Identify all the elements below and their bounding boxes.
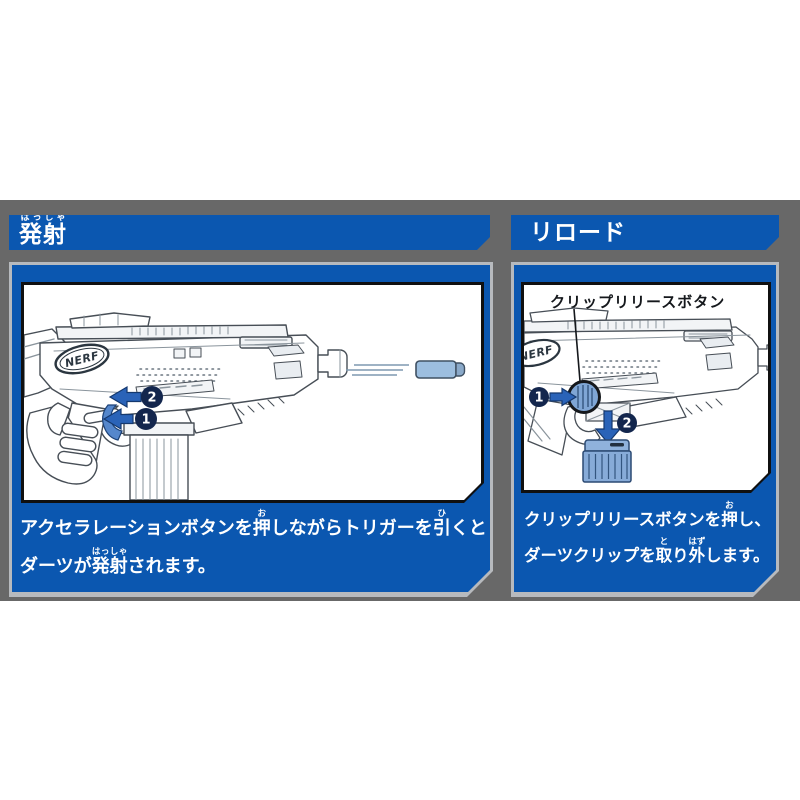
dart: [346, 361, 465, 378]
reload-illustration: クリップリリースボタン: [524, 285, 768, 490]
step-1-arrow: [104, 409, 133, 429]
nerf-logo: NERF: [53, 340, 112, 378]
reload-header: リロード: [511, 215, 779, 250]
reload-caption-line2: ダーツクリップを取とり外はずします。: [524, 536, 770, 565]
step-2-badge: [141, 386, 163, 408]
speed-lines: [346, 365, 409, 375]
step-2-number: 2: [147, 391, 156, 406]
reload-panel: クリップリリースボタン: [511, 262, 779, 597]
fire-title: 発射はっしゃ: [19, 213, 67, 248]
step-1-number: 1: [534, 391, 543, 406]
step-1-badge: [135, 408, 157, 430]
step-2-number: 2: [622, 417, 631, 432]
blaster-body: [24, 313, 347, 500]
step-2-arrow: [596, 411, 620, 443]
fire-illustration-frame: NERF 2 1: [21, 282, 484, 503]
reload-illustration-frame: クリップリリースボタン: [521, 282, 771, 493]
label-pointer-line: [574, 309, 580, 381]
nerf-logo: NERF: [524, 336, 562, 371]
reload-title: リロード: [530, 220, 626, 246]
fire-panel-inner: NERF 2 1: [12, 265, 490, 592]
blaster-reload-art: NERF: [524, 285, 768, 490]
fire-caption-line1: アクセラレーションボタンを押おしながらトリガーを引ひくと: [20, 509, 487, 539]
fire-header: 発射はっしゃ: [9, 215, 490, 250]
step-2-badge: [617, 413, 637, 433]
fire-caption-line2: ダーツが発射はっしゃされます。: [20, 546, 216, 577]
blaster-body: [524, 308, 768, 455]
fire-panel: NERF 2 1: [9, 262, 493, 597]
blaster-firing-art: NERF 2 1: [24, 285, 481, 500]
reload-section: リロード クリップリリースボタン: [511, 200, 779, 601]
clip-release-label: クリップリリースボタン: [550, 293, 726, 311]
fire-illustration: NERF 2 1: [24, 285, 481, 500]
reload-caption-line1: クリップリリースボタンを押おし、: [524, 501, 771, 529]
instruction-band: 発射はっしゃ: [0, 200, 800, 601]
fire-section: 発射はっしゃ: [9, 200, 493, 601]
reload-panel-inner: クリップリリースボタン: [514, 265, 776, 592]
step-1-number: 1: [141, 413, 150, 428]
fire-caption: アクセラレーションボタンを押おしながらトリガーを引ひくと ダーツが発射はっしゃさ…: [20, 509, 480, 584]
step-1-arrow: [550, 389, 576, 406]
step-1-badge: [529, 387, 549, 407]
dart-clip: [583, 440, 631, 482]
reload-caption: クリップリリースボタンを押おし、 ダーツクリップを取とり外はずします。: [524, 501, 774, 573]
